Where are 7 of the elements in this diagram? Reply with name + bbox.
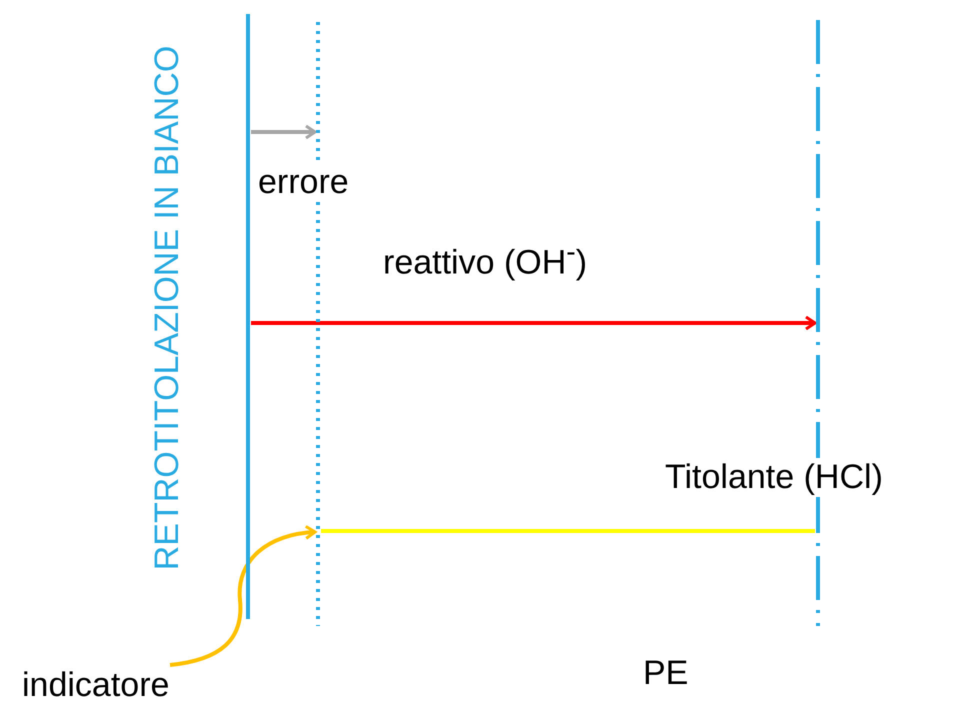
arrow: [170, 525, 316, 667]
node-label: indicatore: [22, 666, 170, 705]
vertical-line: [245, 14, 251, 619]
edge-label: Titolante (HCl): [665, 458, 883, 497]
arrow: [251, 124, 316, 140]
arrow: [251, 316, 816, 330]
vertical-title: RETROTITOLAZIONE IN BIANCO: [148, 44, 187, 572]
